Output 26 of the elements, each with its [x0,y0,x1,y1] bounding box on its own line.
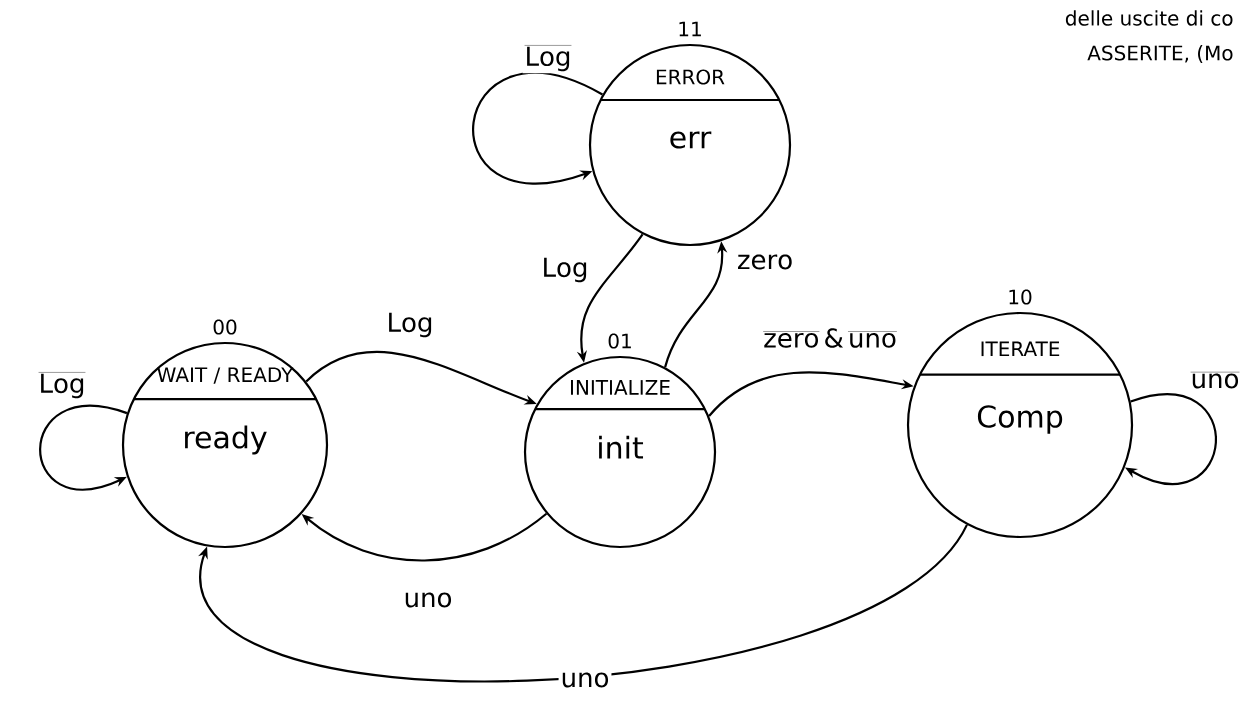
state-output: init [599,435,644,459]
state-output: Comp [977,405,1063,434]
arrow [39,405,128,491]
state-name: ERROR [656,69,725,85]
edge-label: $\mathrm{zero}$ [734,252,796,272]
arrow [198,524,968,682]
edge-label: $\mathrm{uno}$ [558,670,612,690]
state-code: 10 [1009,289,1032,305]
edge-label: $\overline{\mathrm{Log}}$ [522,42,574,74]
state-code: 11 [679,21,701,37]
state-output: err [670,131,712,149]
state-code: 01 [608,333,631,349]
edge-label: $\mathrm{uno}$ [401,590,455,610]
state-name: INITIALIZE [571,380,670,395]
state-name: ITERATE [981,341,1060,357]
state-code: 00 [213,319,237,335]
edge-label: $\mathrm{Log}$ [384,310,436,340]
edge-label: $\overline{\mathrm{zero}}\,\&\,\overline{\mathrm{uno}}$ [761,326,899,350]
edge-label: $\overline{\mathrm{uno}}$ [1188,369,1242,391]
edge-label: $\overline{\mathrm{Log}}$ [36,369,88,401]
note-text: delle uscite di co [1065,10,1233,26]
note-text: ASSERITE, (Mo [1087,45,1233,63]
edge-label: $\mathrm{Log}$ [539,255,591,285]
arrow [472,71,603,184]
state-output: ready [185,425,267,455]
state-name: WAIT / READY [157,367,294,384]
